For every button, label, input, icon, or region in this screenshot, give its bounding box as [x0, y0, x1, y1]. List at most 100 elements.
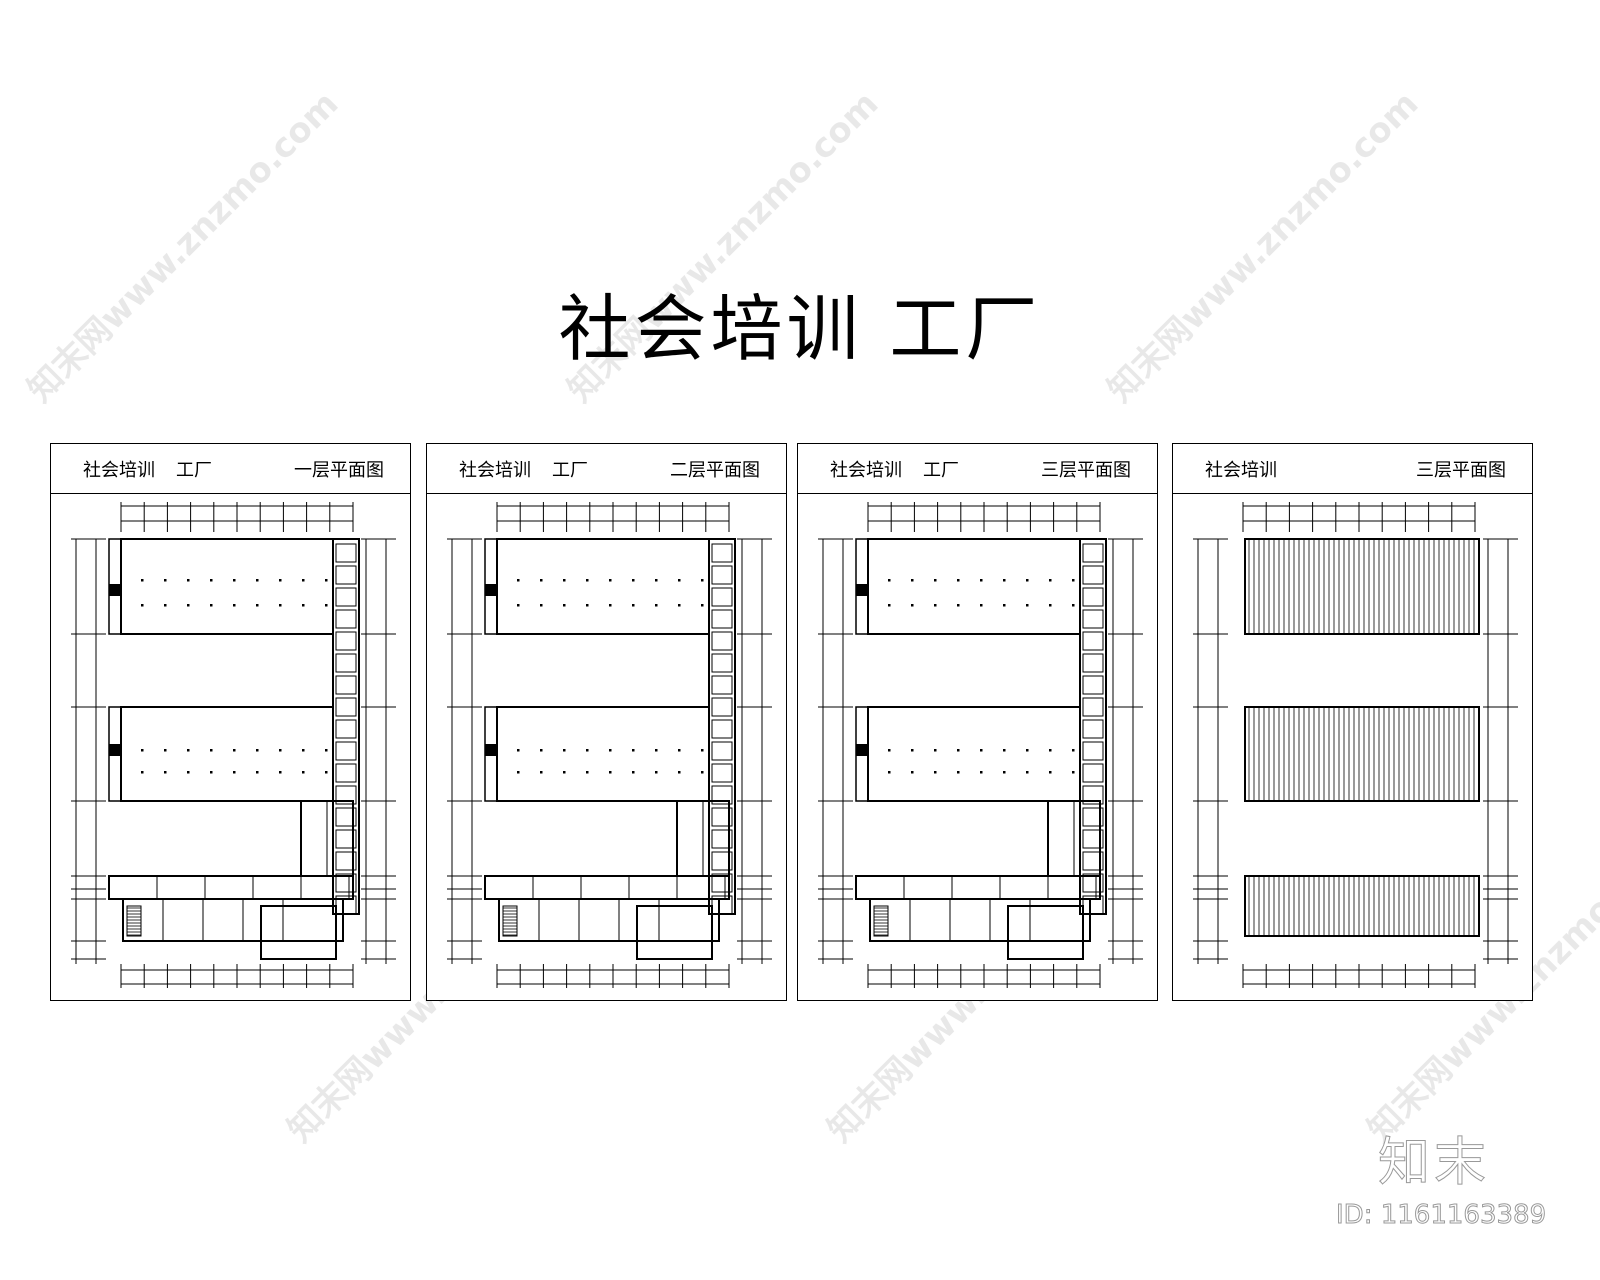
panel-project-name: 社会培训: [830, 460, 902, 481]
panel-header: 社会培训 工厂 一层平面图: [51, 444, 410, 494]
elevator-icon: [856, 744, 868, 756]
column: [701, 749, 704, 752]
room: [1082, 763, 1104, 783]
floor-plan-panel: 社会培训 工厂 一层平面图: [50, 443, 411, 1001]
room: [335, 609, 357, 629]
room: [1082, 807, 1104, 827]
room: [711, 587, 733, 607]
workshop-block: [496, 538, 710, 635]
plan-drawing: [71, 502, 396, 988]
column: [980, 604, 983, 607]
room: [326, 800, 354, 877]
column: [302, 771, 305, 774]
room: [335, 697, 357, 717]
room: [335, 807, 357, 827]
column: [655, 579, 658, 582]
column: [1003, 604, 1006, 607]
panel-project-name: 社会培训: [459, 460, 531, 481]
column: [302, 749, 305, 752]
column: [563, 604, 566, 607]
column: [517, 771, 520, 774]
column: [325, 771, 328, 774]
column: [517, 604, 520, 607]
column: [888, 579, 891, 582]
column: [888, 604, 891, 607]
column: [210, 604, 213, 607]
column: [540, 749, 543, 752]
panel-floor-title: 三层平面图: [1416, 460, 1506, 481]
column: [957, 579, 960, 582]
elevator-icon: [485, 584, 497, 596]
column: [957, 749, 960, 752]
room: [1073, 800, 1101, 877]
room: [335, 631, 357, 651]
column: [980, 749, 983, 752]
column: [655, 771, 658, 774]
room: [711, 719, 733, 739]
column: [325, 579, 328, 582]
column: [279, 604, 282, 607]
classroom: [580, 875, 630, 900]
column: [701, 771, 704, 774]
elevator-icon: [109, 584, 121, 596]
column: [164, 579, 167, 582]
column: [563, 749, 566, 752]
classroom: [484, 875, 534, 900]
column: [678, 579, 681, 582]
column: [957, 771, 960, 774]
room: [1082, 565, 1104, 585]
room: [202, 898, 244, 942]
column: [233, 604, 236, 607]
column: [279, 749, 282, 752]
column: [325, 749, 328, 752]
room: [1082, 785, 1104, 805]
column: [164, 749, 167, 752]
column: [609, 749, 612, 752]
classroom: [252, 875, 302, 900]
logo: 知末: [1377, 1133, 1491, 1194]
floor-plan-panel: 社会培训 工厂 二层平面图: [426, 443, 787, 1001]
column: [1026, 604, 1029, 607]
page-title: 社会培训 工厂: [558, 287, 1042, 371]
classroom-wing: [484, 875, 730, 900]
room: [1082, 873, 1104, 893]
room: [1082, 631, 1104, 651]
column: [934, 749, 937, 752]
room: [711, 653, 733, 673]
column: [1049, 749, 1052, 752]
column: [256, 579, 259, 582]
panel-floor-title: 二层平面图: [670, 460, 760, 481]
roof-block: [1244, 538, 1480, 635]
room: [711, 763, 733, 783]
plan-drawing: [818, 502, 1143, 988]
panel-project-name: 社会培训: [1205, 460, 1277, 481]
column: [279, 579, 282, 582]
room: [711, 785, 733, 805]
room: [711, 741, 733, 761]
classroom: [999, 875, 1049, 900]
room: [1082, 829, 1104, 849]
room: [1082, 697, 1104, 717]
column: [517, 749, 520, 752]
room: [711, 829, 733, 849]
column: [1049, 579, 1052, 582]
hall: [1007, 905, 1084, 960]
column: [678, 604, 681, 607]
room: [335, 763, 357, 783]
roof-block: [1244, 706, 1480, 802]
panel-building-name: 工厂: [923, 460, 959, 481]
column: [256, 749, 259, 752]
column: [888, 771, 891, 774]
column: [911, 749, 914, 752]
room: [711, 631, 733, 651]
column: [187, 749, 190, 752]
stair-icon: [873, 905, 889, 937]
column: [1049, 604, 1052, 607]
column: [210, 749, 213, 752]
plan-drawing: [447, 502, 772, 988]
column: [187, 579, 190, 582]
column: [233, 771, 236, 774]
column: [233, 579, 236, 582]
room: [1082, 675, 1104, 695]
workshop-block: [867, 538, 1081, 635]
